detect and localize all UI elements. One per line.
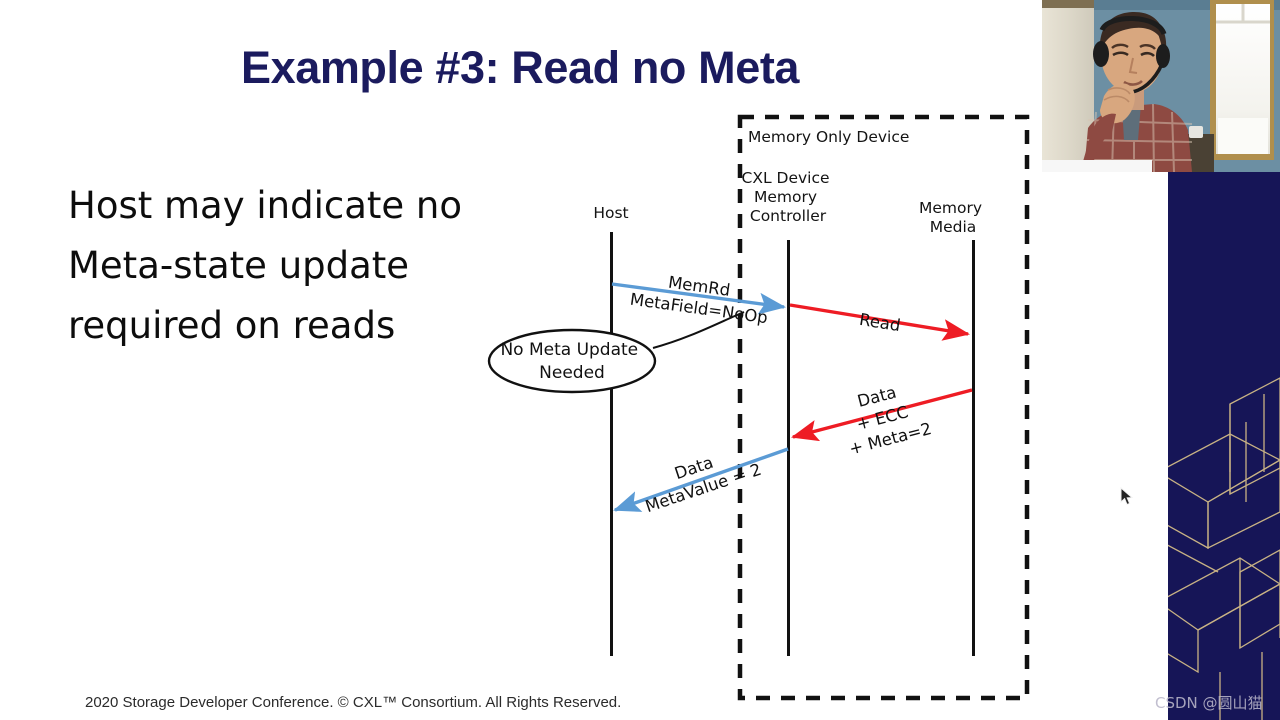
- webcam-presenter: [1080, 12, 1193, 172]
- webcam-presenter-head: [1101, 17, 1163, 93]
- arrow-media-data-response: [791, 388, 973, 442]
- arrow-host-data-response: [613, 447, 789, 512]
- callout-text: No Meta Update Needed: [500, 340, 643, 383]
- isometric-wireframe-graphic: [1168, 377, 1280, 720]
- body-line-2: Meta-state update: [68, 244, 410, 287]
- message-label-media-data-response: Data + ECC + Meta=2: [836, 376, 933, 458]
- slide-footer: 2020 Storage Developer Conference. © CXL…: [85, 694, 622, 711]
- arrow-memrd-request: [611, 282, 787, 315]
- presenter-webcam-feed[interactable]: [1042, 0, 1280, 172]
- media-label-line-1: Memory: [919, 199, 982, 217]
- arrow-media-read: [789, 303, 971, 341]
- body-line-1: Host may indicate no: [68, 184, 463, 227]
- cxl-label-line-2: Memory: [754, 188, 817, 206]
- memory-only-device-label: Memory Only Device: [748, 128, 909, 146]
- csdn-watermark: CSDN @圆山猫: [1155, 694, 1263, 712]
- page-title: Example #3: Read no Meta: [240, 42, 800, 93]
- callout-ellipse: [487, 328, 657, 394]
- slide-body-text: Host may indicate no Meta-state update r…: [68, 176, 538, 356]
- webcam-presenter-hand: [1100, 83, 1135, 124]
- cxl-label-line-3: Controller: [750, 207, 827, 225]
- callout-leader-line: [652, 311, 745, 349]
- webcam-headset-mic-boom: [1131, 63, 1164, 94]
- message-label-media-read: Read: [858, 310, 902, 335]
- body-line-3: required on reads: [68, 304, 396, 347]
- cxl-label-line-1: CXL Device: [742, 169, 830, 187]
- callout-line-1: No Meta Update: [500, 340, 638, 360]
- webcam-headset-earcup: [1093, 41, 1109, 67]
- lifeline-label-host: Host: [593, 204, 628, 222]
- media-label-line-2: Media: [930, 218, 977, 236]
- mouse-cursor: [1120, 486, 1134, 507]
- message-label-host-data-response: Data MetaValue = 2: [636, 439, 764, 516]
- lifeline-label-cxl-device-memory-controller: CXL Device Memory Controller: [742, 169, 835, 225]
- lifeline-label-memory-media: Memory Media: [919, 199, 987, 236]
- callout-line-2: Needed: [539, 363, 605, 383]
- read-line-1: Read: [858, 310, 902, 335]
- webcam-left-curtain: [1042, 0, 1094, 172]
- sequence-diagram: Memory Only Device Host CXL Device Memor…: [487, 114, 1030, 701]
- decorative-navy-panel: [1168, 172, 1280, 720]
- memory-only-device-boundary: [737, 114, 1030, 701]
